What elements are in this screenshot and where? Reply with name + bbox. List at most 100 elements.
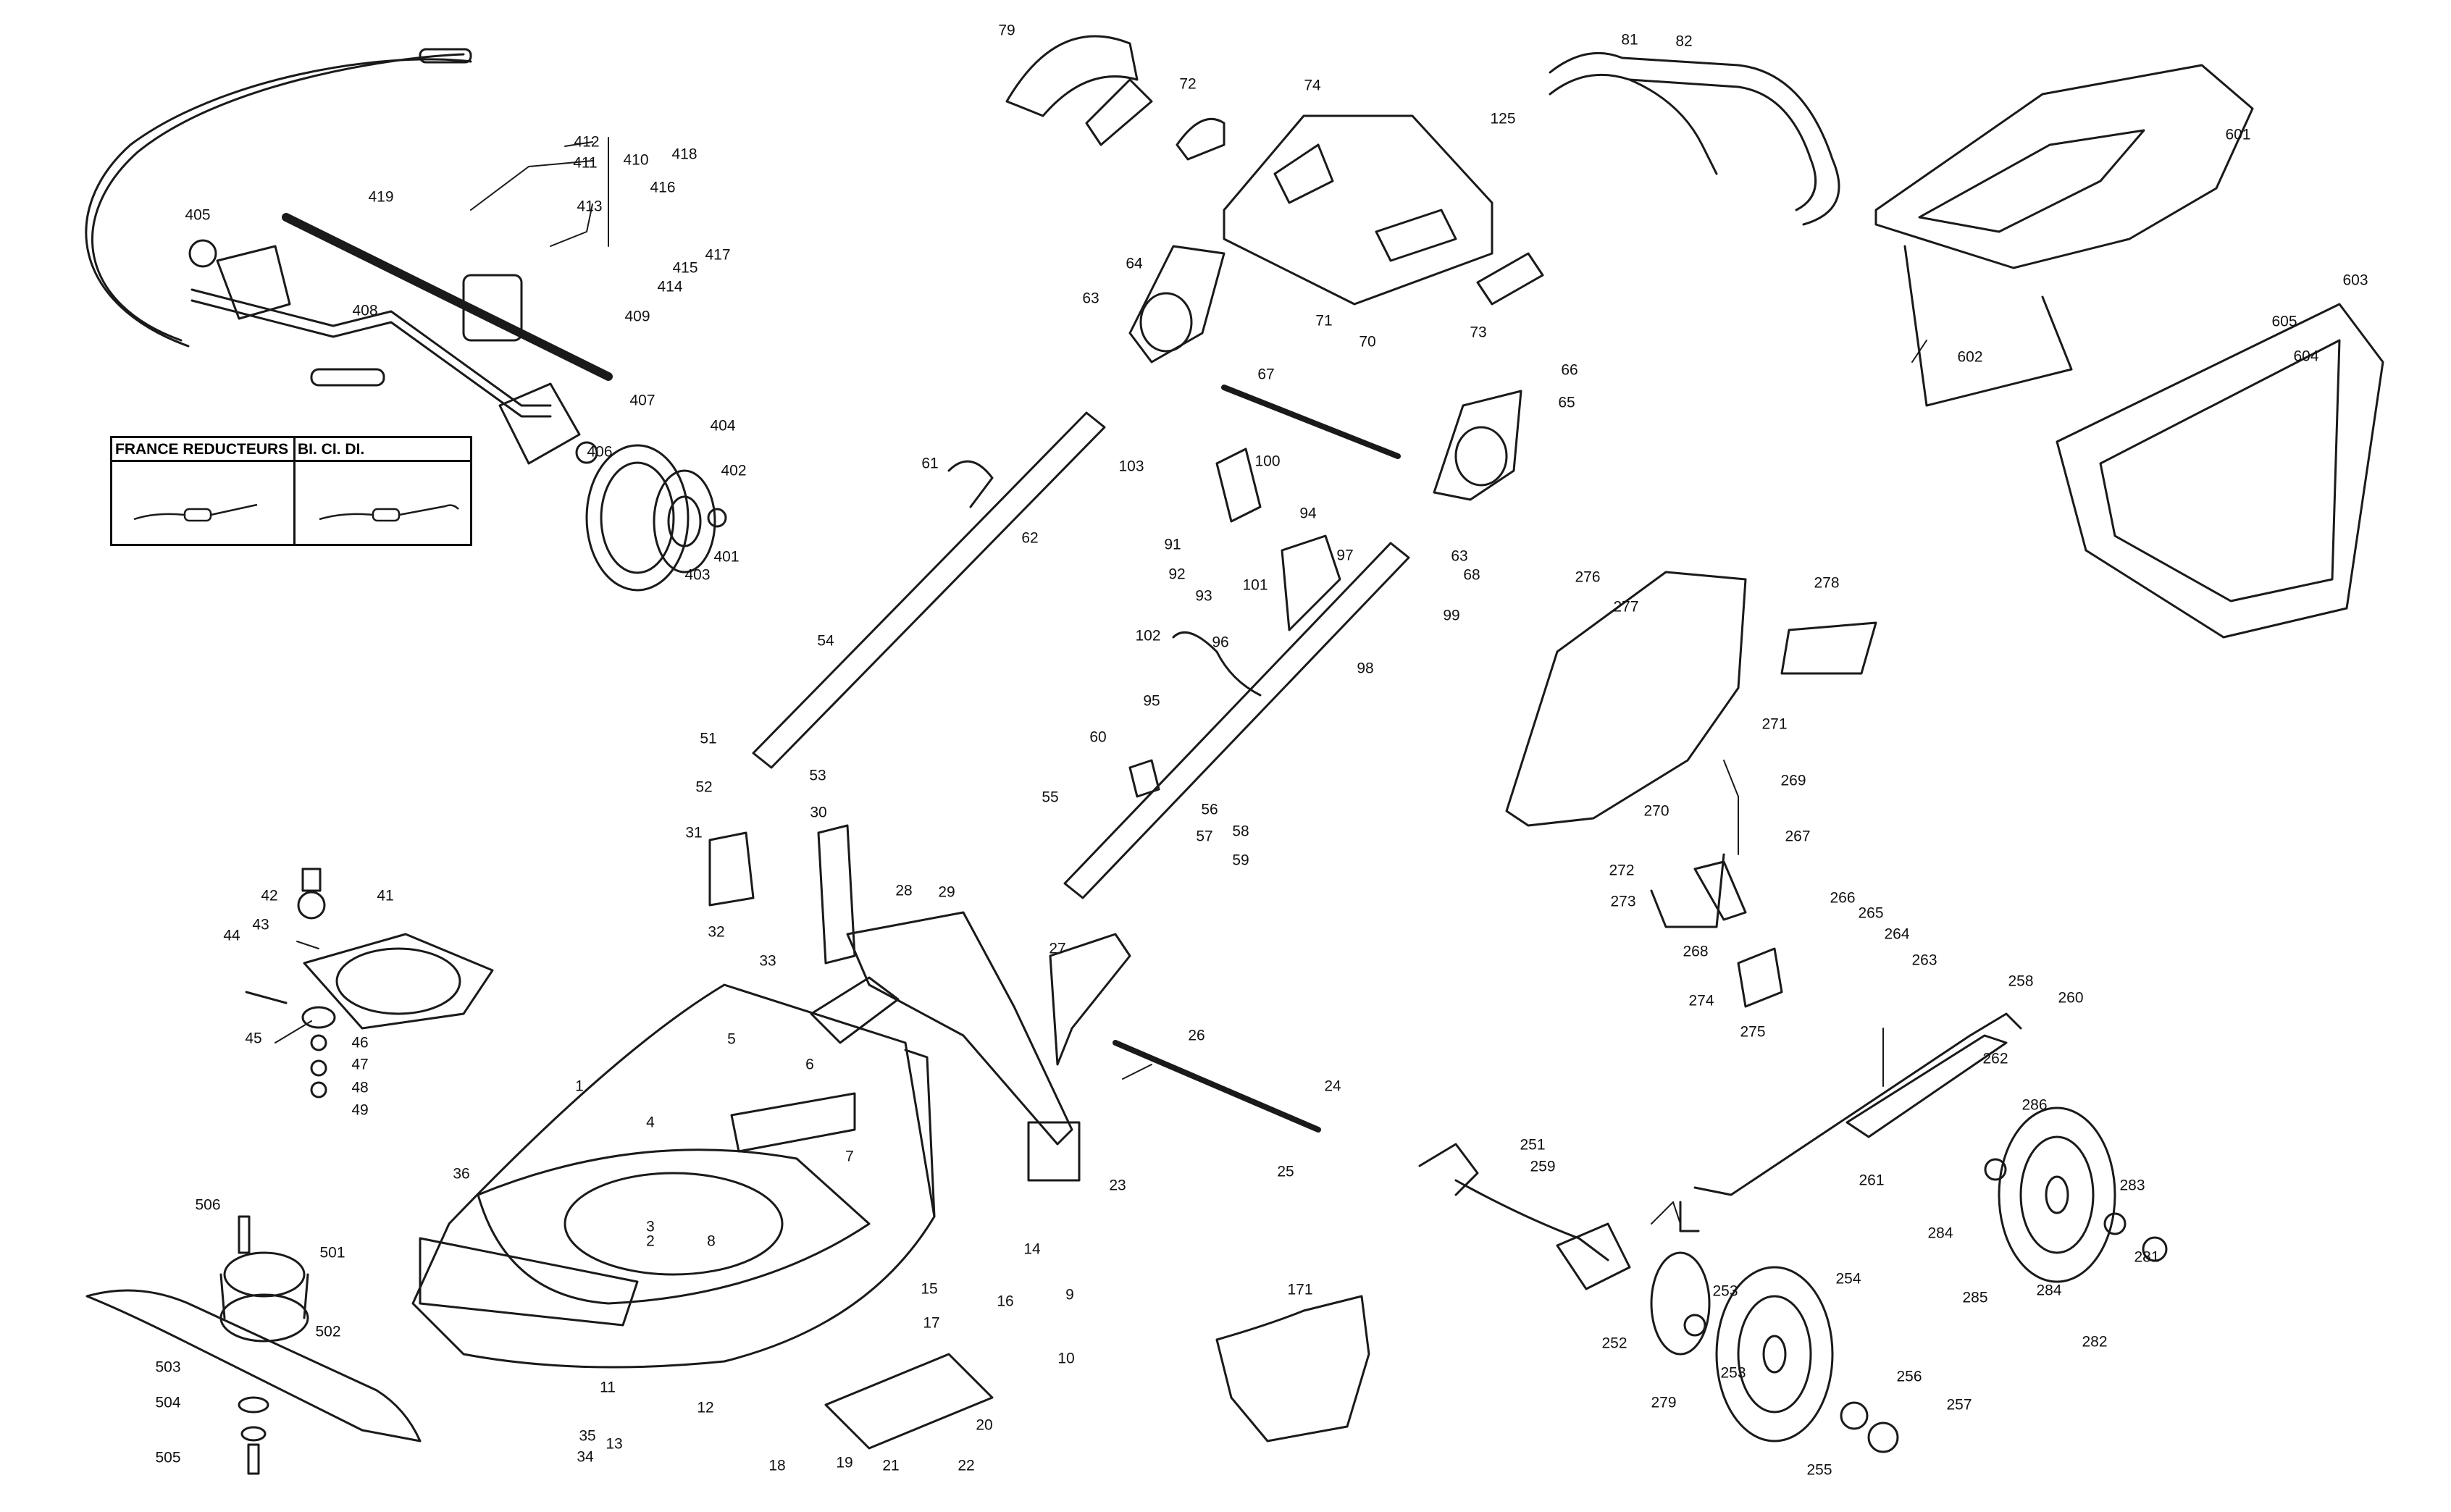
part-number-label: 27 <box>1049 940 1066 957</box>
part-number-label: 33 <box>759 952 776 970</box>
part-number-label: 501 <box>319 1244 345 1261</box>
part-number-label: 56 <box>1201 801 1218 818</box>
part-number-label: 408 <box>352 302 378 319</box>
part-number-label: 502 <box>315 1323 341 1340</box>
part-number-label: 98 <box>1357 660 1374 677</box>
engine-flange-part <box>245 868 494 1099</box>
part-number-label: 265 <box>1858 904 1884 922</box>
part-number-label: 252 <box>1601 1335 1627 1352</box>
grass-bag-part <box>1874 64 2384 639</box>
part-number-label: 16 <box>997 1293 1014 1310</box>
part-number-label: 9 <box>1065 1286 1074 1303</box>
deck-plate-part <box>824 1121 1081 1450</box>
part-number-label: 79 <box>998 22 1015 39</box>
part-number-label: 255 <box>1806 1461 1832 1479</box>
part-number-label: 6 <box>805 1056 814 1073</box>
part-number-label: 54 <box>817 632 834 650</box>
part-number-label: 251 <box>1520 1136 1546 1154</box>
inset-cable-ends <box>133 503 459 522</box>
part-number-label: 416 <box>650 179 676 196</box>
part-number-label: 32 <box>708 923 725 941</box>
part-number-label: 272 <box>1609 862 1635 879</box>
part-number-label: 68 <box>1463 566 1480 584</box>
part-number-label: 12 <box>697 1399 714 1416</box>
part-number-label: 253 <box>1712 1282 1738 1300</box>
part-number-label: 259 <box>1530 1158 1556 1175</box>
part-number-label: 412 <box>574 133 600 151</box>
part-number-label: 505 <box>155 1449 181 1466</box>
part-number-label: 278 <box>1814 574 1840 592</box>
part-number-label: 62 <box>1021 529 1039 547</box>
inset-right-header: BI. CI. DI. <box>298 441 365 458</box>
lever-part <box>1128 245 1522 501</box>
part-number-label: 8 <box>707 1232 716 1250</box>
part-number-label: 17 <box>923 1314 940 1332</box>
part-number-label: 263 <box>1911 952 1937 969</box>
part-number-label: 604 <box>2293 348 2319 365</box>
part-number-label: 93 <box>1195 587 1212 605</box>
part-number-label: 35 <box>579 1427 596 1445</box>
part-number-label: 92 <box>1168 566 1186 583</box>
part-number-label: 277 <box>1613 598 1639 616</box>
part-number-label: 63 <box>1451 547 1468 565</box>
part-number-label: 66 <box>1561 361 1578 379</box>
part-number-label: 51 <box>700 730 717 747</box>
leader-lines <box>275 137 1927 1225</box>
part-number-label: 270 <box>1643 802 1669 820</box>
part-number-label: 284 <box>1927 1225 1953 1242</box>
part-number-label: 44 <box>223 927 240 944</box>
part-number-label: 601 <box>2225 126 2251 143</box>
part-number-label: 94 <box>1299 505 1317 522</box>
part-number-label: 410 <box>623 151 649 169</box>
part-number-label: 100 <box>1254 453 1281 470</box>
part-number-label: 404 <box>710 417 736 434</box>
control-panel-part <box>1005 35 1544 306</box>
part-number-label: 403 <box>684 566 711 584</box>
part-number-label: 414 <box>657 278 683 295</box>
part-number-label: 266 <box>1830 889 1856 907</box>
part-number-label: 30 <box>810 804 827 821</box>
part-number-label: 7 <box>845 1148 854 1165</box>
front-guard-part <box>1215 1295 1370 1442</box>
part-number-label: 26 <box>1188 1027 1205 1044</box>
part-number-label: 46 <box>351 1034 369 1051</box>
part-number-label: 74 <box>1304 77 1321 94</box>
part-number-label: 2 <box>646 1232 655 1250</box>
rear-flap-part <box>708 824 1131 1146</box>
part-number-label: 103 <box>1118 458 1144 475</box>
mower-deck-part <box>411 983 936 1369</box>
part-number-label: 25 <box>1277 1163 1294 1180</box>
front-wheel-part <box>1650 1251 1899 1453</box>
lower-handle-part <box>752 411 1106 769</box>
part-number-label: 274 <box>1688 992 1714 1009</box>
part-number-label: 261 <box>1859 1172 1885 1189</box>
part-number-label: 271 <box>1761 715 1788 733</box>
part-number-label: 269 <box>1780 772 1806 789</box>
part-number-label: 125 <box>1490 110 1516 127</box>
part-number-label: 413 <box>577 198 603 215</box>
part-number-label: 59 <box>1232 852 1249 869</box>
part-number-label: 284 <box>2036 1282 2062 1299</box>
part-number-label: 101 <box>1242 576 1268 594</box>
part-number-label: 99 <box>1443 607 1460 624</box>
part-number-label: 406 <box>587 443 613 461</box>
part-number-label: 409 <box>624 308 650 325</box>
part-number-label: 281 <box>2134 1248 2160 1266</box>
part-number-label: 91 <box>1164 536 1181 553</box>
part-number-label: 285 <box>1962 1289 1988 1306</box>
height-adjust-part <box>1650 853 2022 1232</box>
part-number-label: 102 <box>1135 627 1161 644</box>
part-number-label: 402 <box>721 462 747 479</box>
part-number-label: 72 <box>1179 75 1197 93</box>
part-number-label: 18 <box>768 1457 786 1474</box>
part-number-label: 279 <box>1651 1394 1677 1411</box>
part-number-label: 19 <box>836 1454 853 1471</box>
part-number-label: 96 <box>1212 634 1229 651</box>
part-number-label: 417 <box>705 246 731 264</box>
part-number-label: 258 <box>2008 973 2034 990</box>
rear-cover-part <box>1505 571 1877 827</box>
part-number-label: 36 <box>453 1165 470 1183</box>
part-number-label: 253 <box>1720 1364 1746 1382</box>
part-number-label: 95 <box>1143 692 1160 710</box>
